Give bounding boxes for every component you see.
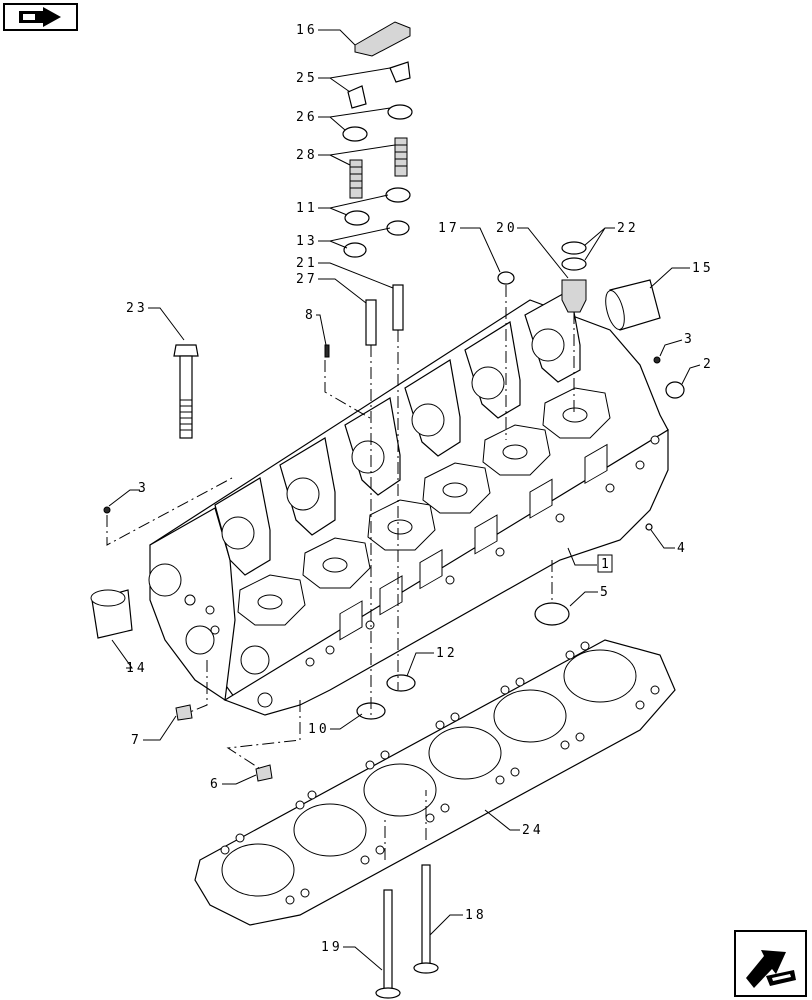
previous-page-icon bbox=[19, 7, 61, 27]
callout-3-left: 3 bbox=[138, 481, 149, 496]
cylinder-head bbox=[148, 289, 669, 716]
callout-17: 17 bbox=[438, 221, 460, 236]
callout-2: 2 bbox=[703, 357, 714, 372]
part-19-valve bbox=[375, 889, 401, 999]
callout-11: 11 bbox=[296, 201, 318, 216]
part-2-plug bbox=[665, 381, 685, 399]
callout-7: 7 bbox=[131, 733, 142, 748]
callout-12: 12 bbox=[436, 646, 458, 661]
callout-14: 14 bbox=[126, 661, 148, 676]
part-26-retainer-b bbox=[342, 126, 368, 142]
part-25-collet-a bbox=[389, 61, 411, 83]
callout-10: 10 bbox=[308, 722, 330, 737]
callout-1: 1 bbox=[601, 557, 612, 572]
part-23-bolt bbox=[173, 344, 199, 439]
part-25-collet-b bbox=[347, 85, 367, 109]
part-22-oring-a bbox=[561, 241, 587, 255]
part-5-cap bbox=[534, 602, 570, 626]
part-16-bridge bbox=[354, 21, 411, 57]
callout-28: 28 bbox=[296, 148, 318, 163]
part-18-valve bbox=[413, 864, 439, 974]
part-7-plug bbox=[175, 704, 193, 721]
part-8-pin bbox=[324, 344, 330, 358]
callout-1-box bbox=[597, 554, 613, 573]
head-gasket bbox=[194, 639, 676, 926]
previous-page-button[interactable] bbox=[3, 3, 78, 31]
next-page-icon bbox=[746, 950, 796, 988]
callout-15: 15 bbox=[692, 261, 714, 276]
callout-leaders bbox=[108, 29, 701, 971]
part-26-retainer-a bbox=[387, 104, 413, 120]
callout-22: 22 bbox=[617, 221, 639, 236]
part-11-seat-b bbox=[344, 210, 370, 226]
callout-25: 25 bbox=[296, 71, 318, 86]
callout-23: 23 bbox=[126, 301, 148, 316]
callout-20: 20 bbox=[496, 221, 518, 236]
part-12-insert bbox=[386, 674, 416, 692]
callout-16: 16 bbox=[296, 23, 318, 38]
part-3-plug-b bbox=[103, 506, 111, 514]
callout-18: 18 bbox=[465, 908, 487, 923]
part-13-seal-b bbox=[343, 242, 367, 258]
part-17-plug bbox=[497, 271, 515, 285]
part-11-seat-a bbox=[385, 187, 411, 203]
part-22-oring-b bbox=[561, 257, 587, 271]
part-20-sleeve bbox=[561, 279, 587, 313]
callout-8: 8 bbox=[305, 308, 316, 323]
callout-4: 4 bbox=[677, 541, 688, 556]
part-27-guide bbox=[365, 299, 377, 346]
callout-labels: 16 25 26 28 11 13 21 27 8 23 17 20 22 15… bbox=[126, 23, 714, 955]
callout-24: 24 bbox=[522, 823, 544, 838]
callout-27: 27 bbox=[296, 272, 318, 287]
next-page-button[interactable] bbox=[734, 930, 807, 997]
assembly-lines bbox=[106, 285, 575, 860]
part-28-springs bbox=[349, 137, 408, 199]
part-6-plug bbox=[255, 764, 273, 782]
callout-3-top: 3 bbox=[684, 332, 695, 347]
callout-21: 21 bbox=[296, 256, 318, 271]
callout-19: 19 bbox=[321, 940, 343, 955]
callout-26: 26 bbox=[296, 110, 318, 125]
part-4-plug bbox=[645, 523, 653, 531]
part-21-guide bbox=[392, 284, 404, 331]
part-15-bush bbox=[605, 279, 661, 331]
callout-6: 6 bbox=[210, 777, 221, 792]
callout-13: 13 bbox=[296, 234, 318, 249]
part-13-seal-a bbox=[386, 220, 410, 236]
callout-5: 5 bbox=[600, 585, 611, 600]
part-14-bush bbox=[90, 589, 133, 639]
part-3-plug-a bbox=[653, 356, 661, 364]
